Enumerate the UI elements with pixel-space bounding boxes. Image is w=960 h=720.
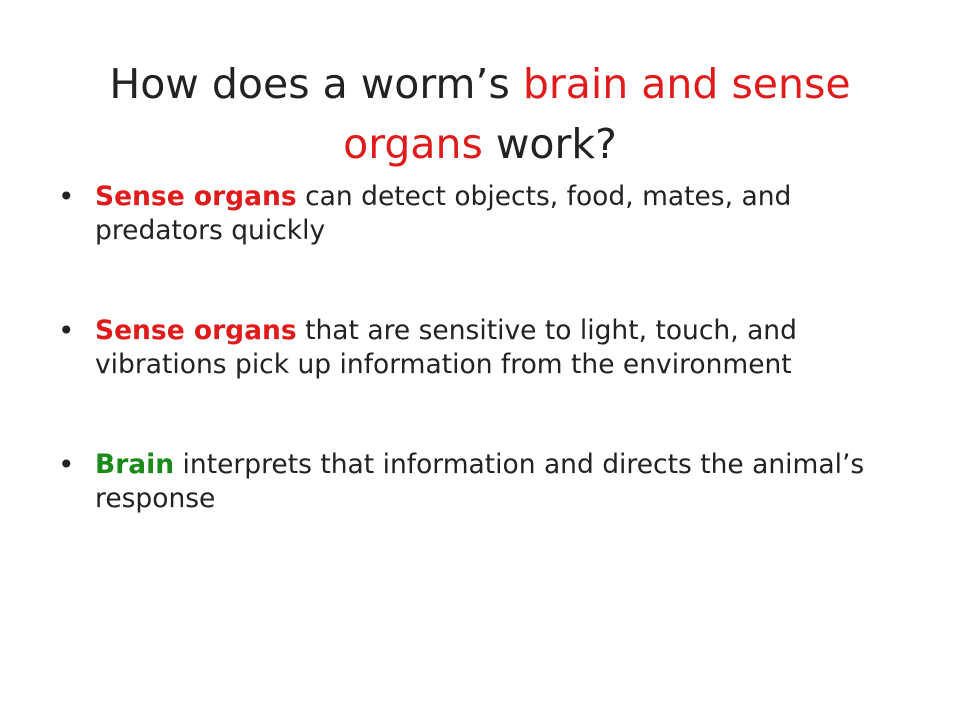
bullet-item-sense-organs-sensitive: • Sense organs that are sensitive to ligh… xyxy=(58,314,878,382)
title-text-part2: work? xyxy=(482,119,617,168)
bullet-keyword: Sense organs xyxy=(95,181,297,212)
bullet-text: can detect objects, food, mates, and pre… xyxy=(95,181,792,246)
bullet-text: interprets that information and directs … xyxy=(95,448,865,514)
title-text-part1: How does a worm’s xyxy=(109,60,523,109)
bullet-keyword: Brain xyxy=(95,448,175,480)
bullet-item-sense-organs-detect: • Sense organs can detect objects, food, … xyxy=(58,180,878,248)
bullet-dot-icon: • xyxy=(58,447,75,481)
bullet-item-brain: • Brain interprets that information and d… xyxy=(58,448,878,516)
title-highlight: brain and sense organs xyxy=(343,60,851,168)
bullet-keyword: Sense organs xyxy=(95,314,297,346)
bullet-list: • Sense organs can detect objects, food, … xyxy=(58,180,878,515)
bullet-dot-icon: • xyxy=(58,313,75,347)
slide-title: How does a worm’s brain and sense organs… xyxy=(60,55,900,174)
bullet-text: that are sensitive to light, touch, and … xyxy=(95,314,797,380)
bullet-dot-icon: • xyxy=(58,180,75,213)
